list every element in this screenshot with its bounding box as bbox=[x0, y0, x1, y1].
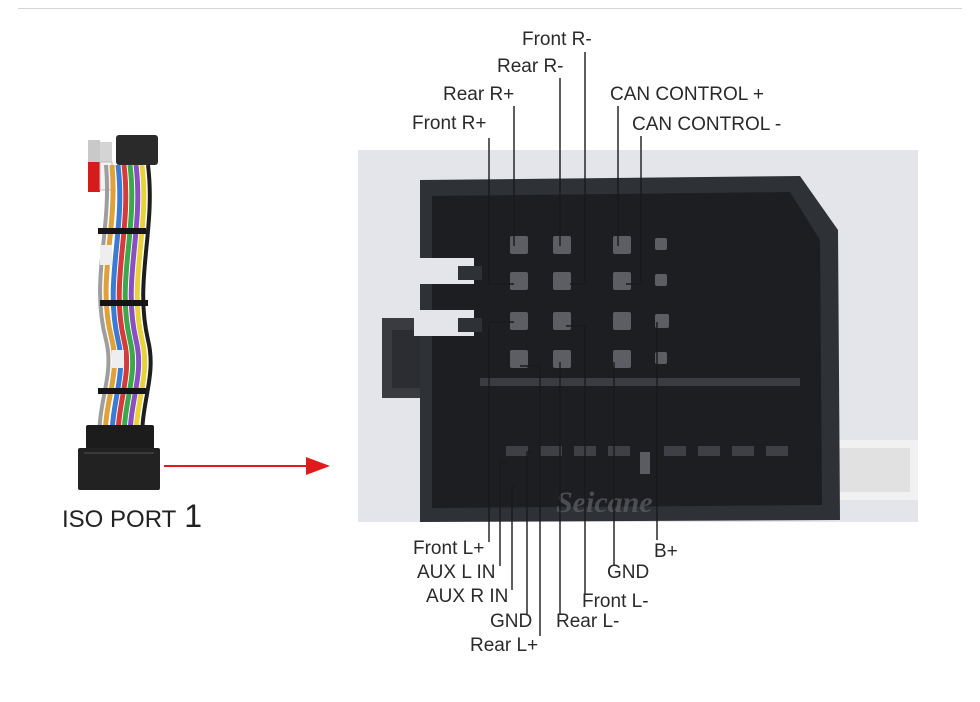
iso-port-caption: ISO PORT 1 bbox=[62, 498, 202, 535]
leader-lines bbox=[488, 52, 658, 636]
label-front-l-minus: Front L- bbox=[582, 591, 649, 612]
iso-harness-illustration bbox=[78, 135, 160, 490]
iso-port-title: ISO PORT bbox=[62, 506, 177, 533]
label-can-control-minus: CAN CONTROL - bbox=[632, 114, 782, 135]
label-b-plus: B+ bbox=[654, 541, 678, 562]
label-aux-r-in: AUX R IN bbox=[426, 586, 509, 607]
connector-photo: Seicane bbox=[358, 150, 918, 522]
label-rear-l-minus: Rear L- bbox=[556, 611, 620, 632]
label-rear-l-plus: Rear L+ bbox=[470, 635, 539, 656]
label-aux-l-in: AUX L IN bbox=[417, 562, 496, 583]
iso-port-number: 1 bbox=[184, 498, 203, 534]
top-divider bbox=[18, 8, 962, 9]
label-rear-r-minus: Rear R- bbox=[497, 56, 564, 77]
label-gnd-right: GND bbox=[607, 562, 650, 583]
label-rear-r-plus: Rear R+ bbox=[443, 84, 515, 105]
label-front-r-minus: Front R- bbox=[522, 29, 592, 50]
label-front-l-plus: Front L+ bbox=[413, 538, 485, 559]
label-can-control-plus: CAN CONTROL + bbox=[610, 84, 764, 105]
arrow-right-icon bbox=[164, 457, 330, 475]
label-gnd-left: GND bbox=[490, 611, 533, 632]
label-front-r-plus: Front R+ bbox=[412, 113, 487, 134]
watermark-text: Seicane bbox=[556, 486, 653, 519]
